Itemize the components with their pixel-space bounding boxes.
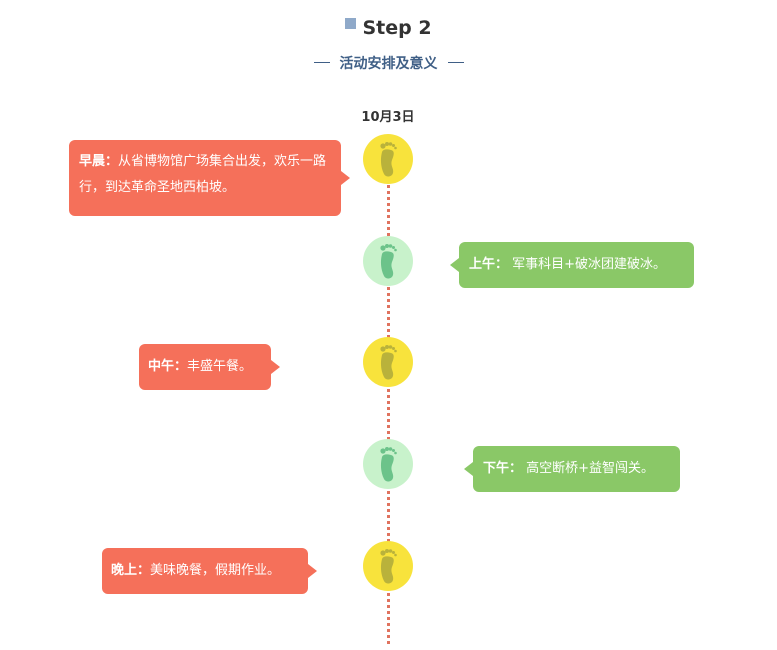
step-title-text: Step 2 xyxy=(362,16,432,39)
event-label: 下午： xyxy=(483,461,523,476)
timeline-node-morning xyxy=(363,134,413,184)
event-text: 军事科目+破冰团建破冰。 xyxy=(508,257,667,272)
step-title: Step 2 xyxy=(345,16,432,39)
subtitle: 活动安排及意义 xyxy=(0,53,777,73)
subtitle-text: 活动安排及意义 xyxy=(339,55,438,72)
event-text: 美味晚餐，假期作业。 xyxy=(150,563,281,578)
event-bubble-evening: 晚上：美味晚餐，假期作业。 xyxy=(102,548,317,594)
event-bubble-afternoon: 下午： 高空断桥+益智闯关。 xyxy=(464,446,680,492)
event-label: 上午： xyxy=(469,257,509,272)
event-text: 高空断桥+益智闯关。 xyxy=(522,461,655,476)
timeline-node-forenoon xyxy=(363,236,413,286)
timeline-node-evening xyxy=(363,541,413,591)
timeline-line xyxy=(387,160,390,644)
square-icon xyxy=(345,18,357,29)
footprint-icon xyxy=(380,345,397,380)
footprint-icon xyxy=(380,549,397,584)
event-label: 早晨： xyxy=(79,154,119,169)
timeline-node-noon xyxy=(363,337,413,387)
event-label: 中午： xyxy=(148,359,188,374)
footprint-icon xyxy=(380,244,397,279)
event-text: 从省博物馆广场集合出发，欢乐一路行，到达革命圣地西柏坡。 xyxy=(79,154,327,195)
timeline-node-afternoon xyxy=(363,439,413,489)
subtitle-dash-left xyxy=(313,61,330,64)
event-bubble-morning: 早晨：从省博物馆广场集合出发，欢乐一路行，到达革命圣地西柏坡。 xyxy=(69,140,350,216)
event-bubble-forenoon: 上午： 军事科目+破冰团建破冰。 xyxy=(450,242,694,288)
event-label: 晚上： xyxy=(111,563,151,578)
event-text: 丰盛午餐。 xyxy=(187,359,253,374)
footprint-icon xyxy=(380,447,397,482)
footprint-icon xyxy=(380,142,397,177)
event-bubble-noon: 中午：丰盛午餐。 xyxy=(139,344,280,390)
subtitle-dash-right xyxy=(447,61,464,64)
timeline-date: 10月3日 xyxy=(361,110,415,125)
header: Step 2 活动安排及意义 xyxy=(0,14,777,73)
